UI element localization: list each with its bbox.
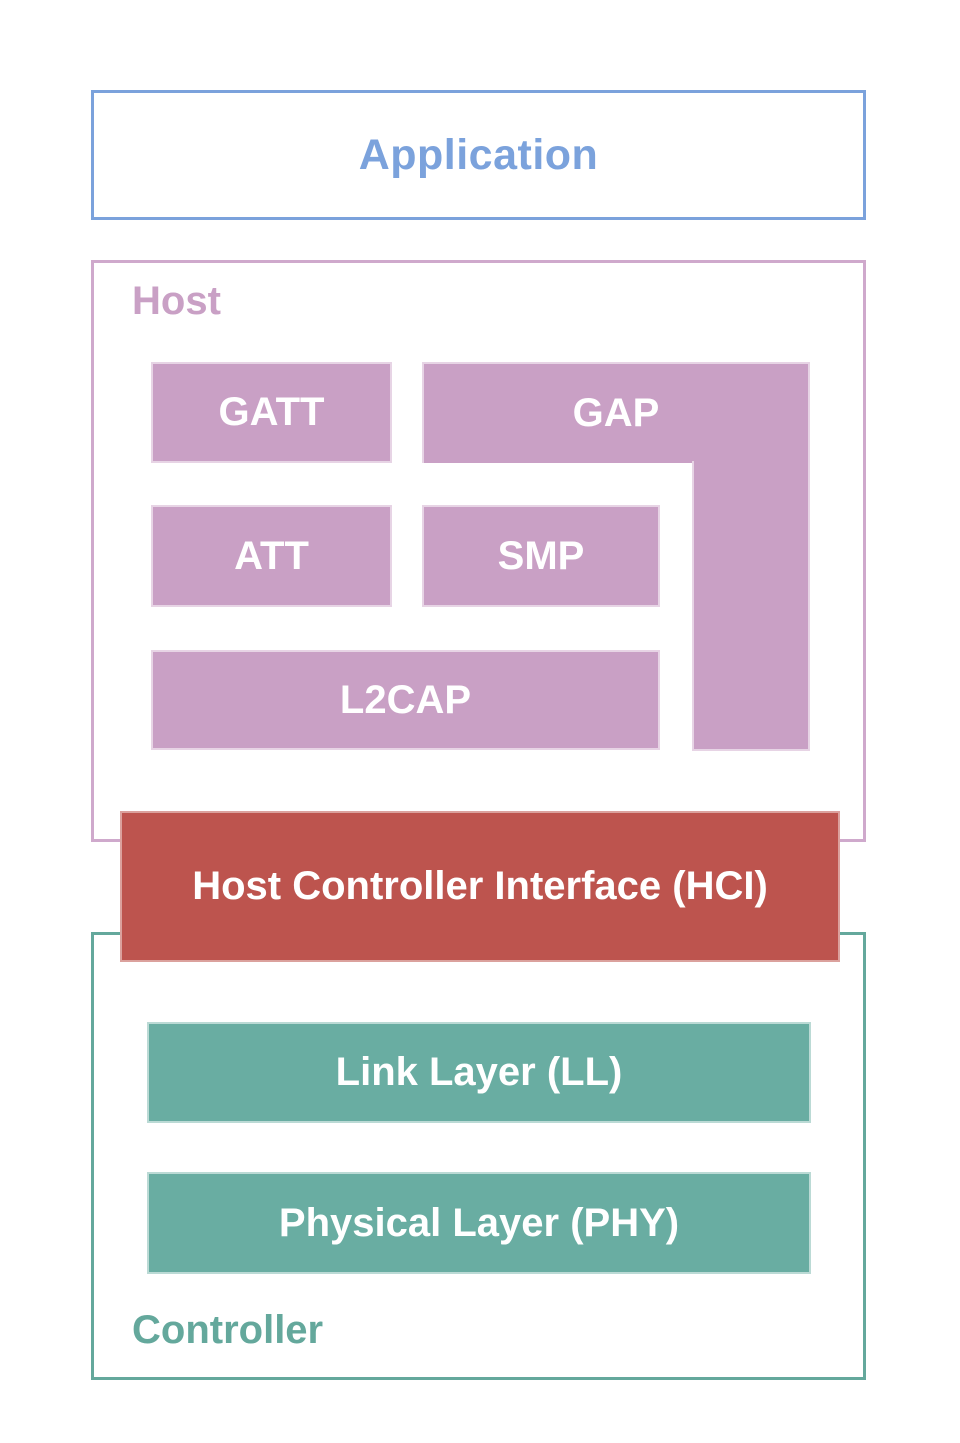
host-label: Host xyxy=(132,279,221,323)
smp-block: SMP xyxy=(422,505,660,607)
controller-label: Controller xyxy=(132,1308,324,1352)
controller-box xyxy=(91,932,866,1380)
hci-bar: Host Controller Interface (HCI) xyxy=(120,811,840,962)
att-label: ATT xyxy=(234,533,309,578)
hci-label: Host Controller Interface (HCI) xyxy=(192,864,768,908)
application-label: Application xyxy=(358,130,599,179)
gap-block-vertical-arm xyxy=(692,461,810,751)
smp-label: SMP xyxy=(497,533,585,578)
gap-block: GAP xyxy=(422,362,810,463)
link-layer-label: Link Layer (LL) xyxy=(335,1050,623,1094)
physical-layer-label: Physical Layer (PHY) xyxy=(278,1200,680,1245)
att-block: ATT xyxy=(151,505,392,607)
gatt-label: GATT xyxy=(218,390,325,434)
physical-layer-block: Physical Layer (PHY) xyxy=(147,1172,811,1274)
l2cap-block: L2CAP xyxy=(151,650,660,750)
gatt-block: GATT xyxy=(151,362,392,463)
link-layer-block: Link Layer (LL) xyxy=(147,1022,811,1123)
gap-label: GAP xyxy=(572,391,660,435)
l2cap-label: L2CAP xyxy=(339,677,472,722)
application-box: Application xyxy=(91,90,866,220)
